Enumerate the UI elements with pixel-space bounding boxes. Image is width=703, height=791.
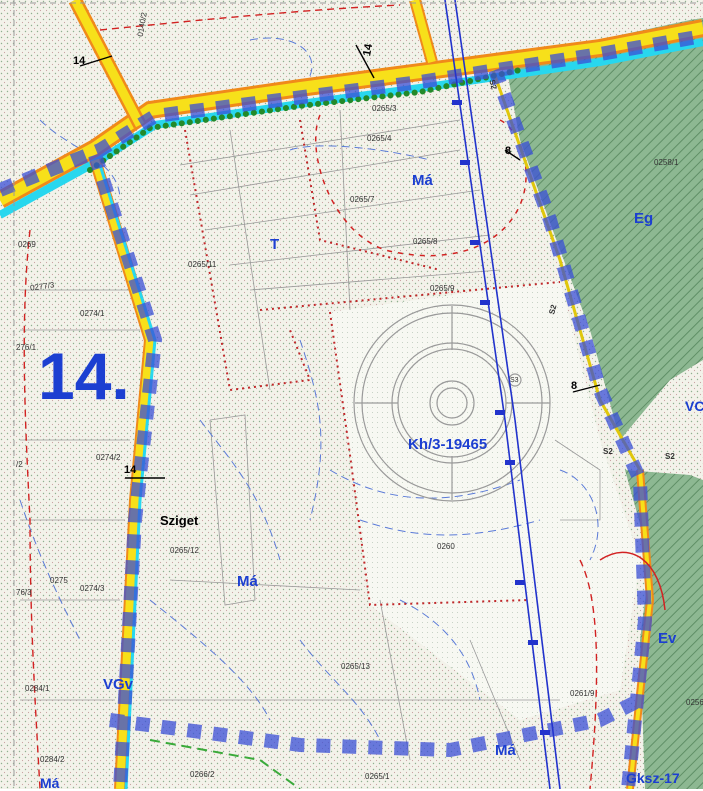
zone-label-gksz[interactable]: Gksz-17 — [626, 770, 680, 786]
zone-label-kh[interactable]: Kh/3-19465 — [408, 436, 488, 453]
contour-lines — [19, 37, 599, 741]
parcel-0265-13[interactable]: 0265/13 — [341, 662, 370, 671]
parcel-0275[interactable]: 0275 — [50, 576, 68, 585]
zone-boundary — [184, 119, 561, 607]
place-name-sziget: Sziget — [160, 513, 199, 528]
green-boundary — [149, 739, 301, 789]
planned-road-corridor — [0, 29, 703, 789]
parcel-0265-8[interactable]: 0265/8 — [413, 237, 438, 246]
pipeline-markers — [452, 100, 550, 735]
parcel-0256[interactable]: 0256 — [686, 698, 703, 707]
parcel-0261-9[interactable]: 0261/9 — [570, 689, 595, 698]
zone-label-eg[interactable]: Eg — [634, 210, 654, 227]
parcel-0274-2[interactable]: 0274/2 — [96, 453, 121, 462]
parcel-0284-2[interactable]: 0284/2 — [40, 755, 65, 764]
roundabout-code: S3 — [510, 377, 519, 384]
marker-14-c: 14 — [124, 464, 137, 476]
forest-area-north — [505, 18, 703, 440]
marker-8-a: 8 — [571, 380, 578, 392]
parcel-lines — [20, 109, 601, 761]
zone-label-vgv[interactable]: VGv — [103, 676, 134, 693]
tree-row — [87, 67, 523, 173]
parcel-0265-7[interactable]: 0265/7 — [350, 195, 375, 204]
parcel-0265-4[interactable]: 0265/4 — [367, 134, 392, 143]
zone-label-ma-partial[interactable]: Má — [40, 775, 60, 791]
parcel-0266-2[interactable]: 0266/2 — [190, 770, 215, 779]
zone-label-ma-center[interactable]: Má — [237, 573, 258, 590]
parcel-0260[interactable]: 0260 — [437, 542, 455, 551]
parcel-0265-3[interactable]: 0265/3 — [372, 104, 397, 113]
road-code-s2-c: S2 — [665, 452, 675, 461]
sheet-number: 14. — [38, 339, 130, 413]
road-code-s2-b: S2 — [603, 447, 613, 456]
forest-area-south — [625, 470, 703, 789]
zone-label-ev[interactable]: Ev — [658, 630, 677, 647]
parcel-0265-11[interactable]: 0265/11 — [188, 260, 217, 269]
pipeline — [444, 0, 561, 789]
parcel-0265-12[interactable]: 0265/12 — [170, 546, 199, 555]
parcel-0274-3[interactable]: 0274/3 — [80, 584, 105, 593]
parcel-0284-1[interactable]: 0284/1 — [25, 684, 50, 693]
marker-14-b: 14 — [361, 42, 376, 58]
parcel-0274-1[interactable]: 0274/1 — [80, 309, 105, 318]
zone-label-ma-north[interactable]: Má — [412, 172, 433, 189]
zone-label-ma-south[interactable]: Má — [495, 742, 516, 759]
parcel-2[interactable]: /2 — [16, 460, 23, 469]
kh-zone-area — [330, 280, 640, 720]
protection-zone-arc — [315, 114, 527, 257]
section-markers — [79, 44, 601, 479]
parcel-76-3[interactable]: 76/3 — [16, 588, 32, 597]
zone-label-t[interactable]: T — [270, 236, 280, 253]
ev-arc — [599, 551, 666, 611]
parcel-276-1[interactable]: 276/1 — [16, 343, 37, 352]
zone-label-vc[interactable]: VC — [685, 398, 703, 414]
marker-14-a: 14 — [73, 55, 86, 67]
parcel-0258-1[interactable]: 0258/1 — [654, 158, 679, 167]
settlement-boundary — [23, 4, 598, 789]
parcel-0269[interactable]: 0269 — [18, 240, 36, 249]
marker-8-b: 8 — [505, 145, 512, 157]
parcel-0265-9[interactable]: 0265/9 — [430, 284, 455, 293]
parcel-0265-1[interactable]: 0265/1 — [365, 772, 390, 781]
